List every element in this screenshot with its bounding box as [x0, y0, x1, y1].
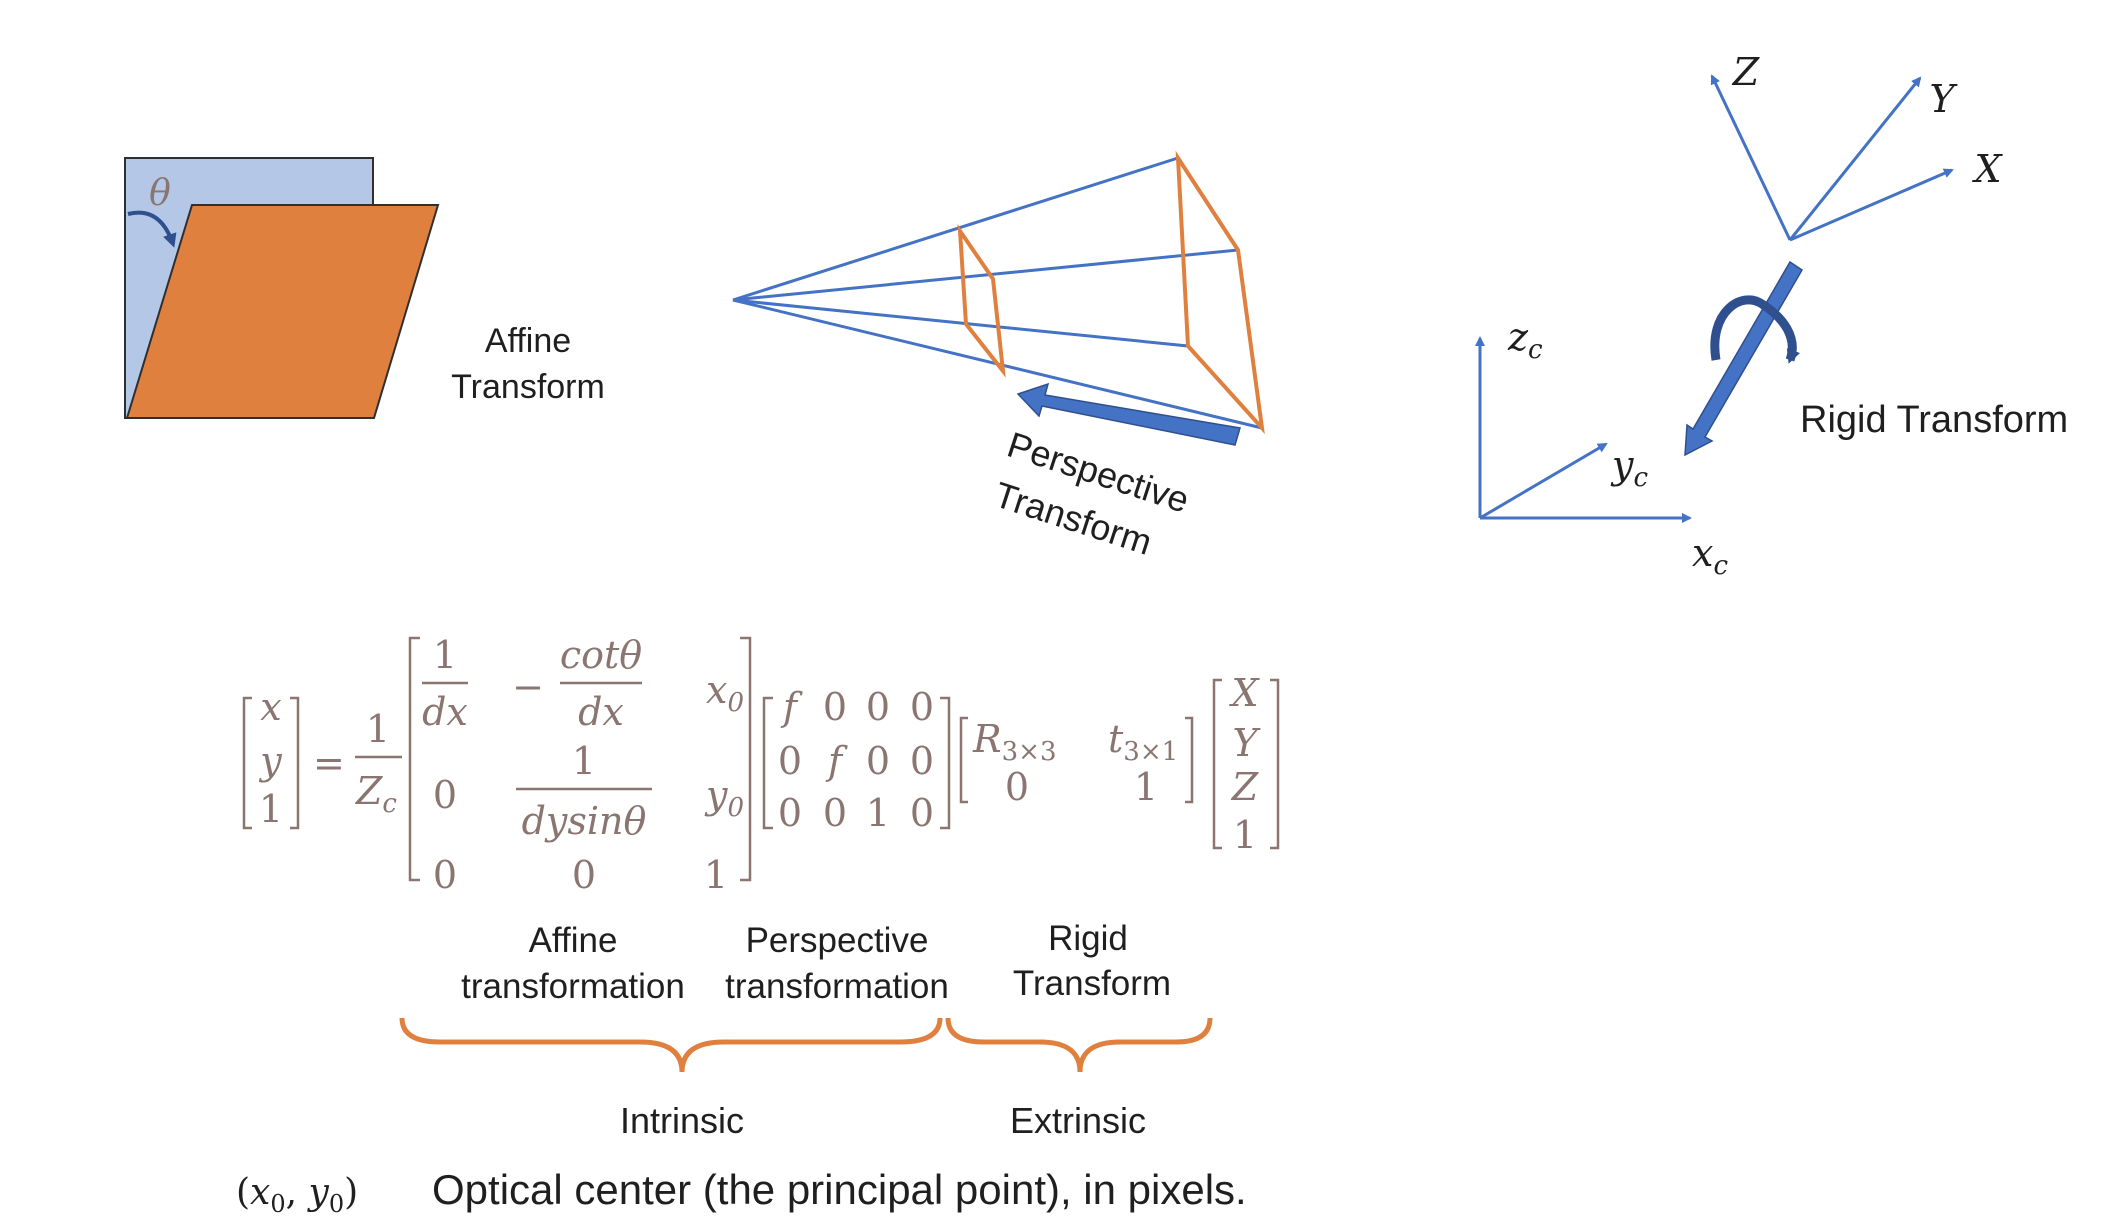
- svg-text:1: 1: [866, 791, 890, 835]
- world-z-label: Z: [1732, 50, 1760, 94]
- footnote-text: Optical center (the principal point), in…: [432, 1166, 1247, 1213]
- svg-text:0: 0: [1005, 765, 1029, 809]
- caption-affine-line2: transformation: [461, 967, 685, 1006]
- svg-text:R3×3: R3×3: [972, 717, 1057, 767]
- extrinsic-label: Extrinsic: [1010, 1100, 1146, 1141]
- principal-point-symbol: (x0, y0): [236, 1172, 358, 1218]
- svg-text:1: 1: [366, 707, 390, 751]
- rigid-matrix: R3×3 t3×1 0 1: [959, 716, 1194, 809]
- equals-sign: =: [313, 741, 345, 785]
- caption-perspective-line1: Perspective: [746, 921, 929, 960]
- affine-parallelogram: [125, 204, 440, 419]
- svg-text:0: 0: [433, 773, 457, 817]
- perspective-panel: Perspective Transform: [732, 150, 1265, 563]
- svg-text:X: X: [1228, 671, 1260, 715]
- footnote: (x0, y0) Optical center (the principal p…: [236, 1166, 1247, 1218]
- svg-text:x0: x0: [706, 668, 744, 718]
- caption-perspective-line2: transformation: [725, 967, 949, 1006]
- rigid-arrow-icon: [1684, 260, 1804, 457]
- camera-y-axis: [1479, 442, 1608, 520]
- svg-text:x: x: [260, 685, 281, 729]
- svg-text:0: 0: [866, 685, 890, 729]
- svg-text:0: 0: [910, 791, 934, 835]
- world-x-axis: [1789, 168, 1954, 242]
- svg-text:Y: Y: [1232, 721, 1261, 765]
- svg-text:y: y: [258, 739, 282, 783]
- svg-text:1: 1: [1134, 765, 1158, 809]
- svg-text:cotθ: cotθ: [560, 633, 642, 677]
- svg-text:0: 0: [433, 853, 457, 897]
- caption-affine-line1: Affine: [529, 921, 618, 960]
- world-y-axis: [1788, 76, 1922, 241]
- svg-text:1: 1: [259, 787, 283, 831]
- camera-x-label: xc: [1692, 531, 1728, 581]
- affine-matrix: 1 dx − cotθ dx x0 0 1 dysinθ y0 0 0 1: [408, 633, 752, 897]
- svg-text:−: −: [512, 665, 544, 709]
- svg-text:f: f: [825, 739, 848, 783]
- world-y-label: Y: [1929, 77, 1958, 121]
- rigid-panel: Z Y X zc yc xc Rigid Transform: [1475, 50, 2068, 581]
- svg-text:dysinθ: dysinθ: [522, 799, 647, 843]
- world-z-axis: [1710, 74, 1792, 241]
- affine-panel: θ Affine Transform: [124, 157, 605, 419]
- svg-text:dx: dx: [422, 690, 468, 734]
- svg-text:0: 0: [866, 739, 890, 783]
- scale-factor: 1 Zc: [355, 707, 402, 819]
- svg-text:1: 1: [433, 633, 457, 677]
- svg-text:dx: dx: [578, 690, 624, 734]
- svg-text:Zc: Zc: [355, 769, 397, 819]
- svg-text:0: 0: [778, 739, 802, 783]
- svg-text:0: 0: [910, 739, 934, 783]
- svg-text:0: 0: [910, 685, 934, 729]
- rigid-label: Rigid Transform: [1800, 399, 2068, 441]
- svg-text:t3×1: t3×1: [1108, 717, 1178, 767]
- camera-axes: [1475, 336, 1692, 523]
- far-image-plane: [1175, 150, 1265, 435]
- svg-text:0: 0: [823, 791, 847, 835]
- angle-symbol: θ: [149, 173, 171, 214]
- angle-arc-icon: [127, 210, 177, 248]
- rotation-arrow-icon: [1710, 295, 1800, 364]
- svg-text:0: 0: [778, 791, 802, 835]
- svg-text:y0: y0: [704, 773, 744, 823]
- intrinsic-label: Intrinsic: [620, 1100, 744, 1141]
- affine-label-line1: Affine: [485, 322, 571, 360]
- svg-text:Z: Z: [1231, 765, 1259, 809]
- frustum-rays: [732, 156, 1263, 430]
- svg-text:1: 1: [1233, 813, 1257, 857]
- svg-text:1: 1: [704, 853, 728, 897]
- intrinsic-brace: [399, 1017, 943, 1073]
- affine-label-line2: Transform: [451, 368, 605, 406]
- camera-z-label: zc: [1507, 315, 1543, 365]
- caption-rigid-line1: Rigid: [1048, 919, 1128, 958]
- svg-text:0: 0: [823, 685, 847, 729]
- near-image-plane: [957, 223, 1006, 378]
- caption-rigid-line2: Transform: [1013, 964, 1171, 1003]
- svg-text:1: 1: [572, 739, 596, 783]
- captions: Affine transformation Perspective transf…: [461, 919, 1171, 1006]
- world-axes: [1710, 74, 1954, 242]
- world-x-label: X: [1971, 147, 2003, 191]
- svg-text:0: 0: [572, 853, 596, 897]
- world-vector: X Y Z 1: [1212, 671, 1280, 857]
- camera-y-label: yc: [1610, 443, 1648, 493]
- perspective-matrix: f 0 0 0 0 f 0 0 0 0 1 0: [762, 685, 951, 835]
- projection-equation: x y 1 = 1 Zc 1 dx − cotθ dx x0 0 1 dysin…: [242, 633, 1280, 897]
- perspective-arrow-icon: [1016, 382, 1241, 446]
- lhs-vector: x y 1: [242, 685, 300, 831]
- svg-text:f: f: [780, 685, 803, 729]
- extrinsic-brace: [945, 1017, 1213, 1073]
